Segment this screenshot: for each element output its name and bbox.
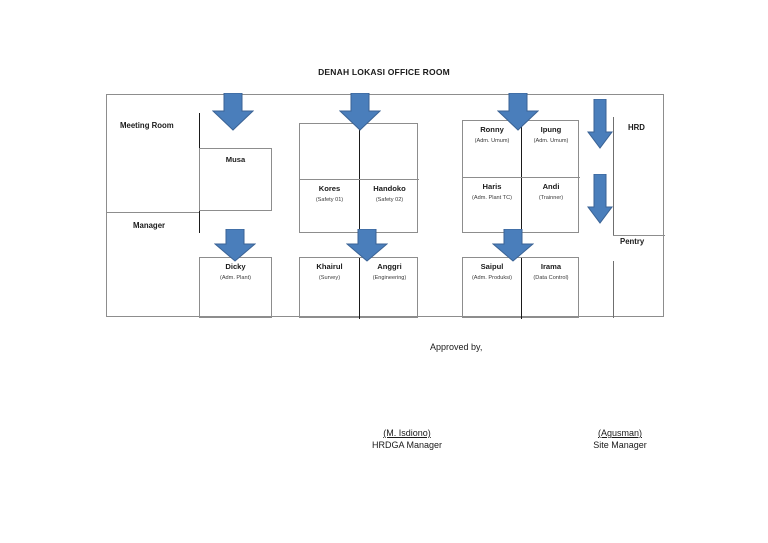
hrd-left-partition bbox=[613, 117, 614, 235]
signature-block-hrdga: (M. Isdiono) HRDGA Manager bbox=[332, 428, 482, 450]
signatory-role-site: Site Manager bbox=[593, 440, 647, 450]
desk-role-handoko: (Safety 02) bbox=[375, 197, 404, 203]
signatory-role-hrdga: HRDGA Manager bbox=[371, 440, 443, 450]
produksi-datacontrol-divider bbox=[521, 258, 522, 319]
safety-block-horizontal-divider bbox=[300, 179, 419, 180]
arrow-anggri-icon bbox=[346, 229, 388, 262]
produksi-datacontrol-block: Saipul (Adm. Produksi) Irama (Data Contr… bbox=[462, 257, 579, 319]
desk-name-irama: Irama bbox=[540, 262, 562, 271]
arrow-corridor-top-icon bbox=[587, 99, 613, 149]
page-title: DENAH LOKASI OFFICE ROOM bbox=[318, 67, 450, 77]
desk-name-saipul: Saipul bbox=[480, 262, 504, 271]
desk-name-ipung: Ipung bbox=[540, 125, 562, 134]
desk-role-kores: (Safety 01) bbox=[315, 197, 344, 203]
approved-by-heading: Approved by, bbox=[430, 342, 483, 352]
meeting-manager-divider bbox=[107, 212, 199, 213]
zone-label-meeting-room: Meeting Room bbox=[120, 121, 174, 130]
arrow-corridor-mid-icon bbox=[587, 174, 613, 224]
desk-box-musa: Musa bbox=[199, 148, 272, 211]
desk-role-khairul: (Survey) bbox=[318, 275, 341, 281]
desk-role-anggri: (Engineering) bbox=[372, 275, 407, 281]
administration-block: Ronny (Adm. Umum) Ipung (Adm. Umum) Hari… bbox=[462, 120, 580, 234]
desk-role-dicky: (Adm. Plant) bbox=[219, 275, 252, 281]
hrd-pentry-divider bbox=[613, 235, 665, 236]
pentry-lower-partition bbox=[613, 261, 614, 318]
desk-role-ronny: (Adm. Umum) bbox=[474, 138, 510, 144]
arrow-meeting-top-icon bbox=[212, 93, 254, 131]
desk-name-musa: Musa bbox=[225, 155, 246, 164]
arrow-dicky-icon bbox=[214, 229, 256, 262]
desk-name-kores: Kores bbox=[318, 184, 341, 193]
desk-name-anggri: Anggri bbox=[377, 262, 402, 271]
desk-name-ronny: Ronny bbox=[480, 125, 504, 134]
desk-role-ipung: (Adm. Umum) bbox=[533, 138, 569, 144]
survey-engineering-block: Khairul (Survey) Anggri (Engineering) bbox=[299, 257, 418, 319]
desk-name-haris: Haris bbox=[482, 182, 502, 191]
zone-label-pentry: Pentry bbox=[620, 237, 645, 246]
desk-name-khairul: Khairul bbox=[316, 262, 343, 271]
survey-engineering-divider bbox=[359, 258, 360, 319]
arrow-safety-top-icon bbox=[339, 93, 381, 131]
desk-role-saipul: (Adm. Produksi) bbox=[471, 275, 513, 281]
signatory-name-site: (Agusman) bbox=[597, 428, 642, 438]
signature-block-site: (Agusman) Site Manager bbox=[545, 428, 695, 450]
desk-name-handoko: Handoko bbox=[373, 184, 406, 193]
desk-box-dicky: Dicky (Adm. Plant) bbox=[199, 257, 272, 318]
arrow-saipul-icon bbox=[492, 229, 534, 262]
zone-label-hrd: HRD bbox=[628, 123, 645, 132]
safety-block: Kores (Safety 01) Handoko (Safety 02) bbox=[299, 123, 419, 234]
zone-label-manager: Manager bbox=[133, 221, 166, 230]
floorplan-diagram: Meeting Room Manager Musa Dicky (Adm. Pl… bbox=[106, 93, 665, 319]
signatory-name-hrdga: (M. Isdiono) bbox=[383, 428, 431, 438]
arrow-adm-top-icon bbox=[497, 93, 539, 131]
desk-role-andi: (Trainner) bbox=[538, 195, 564, 201]
administration-block-horizontal-divider bbox=[463, 177, 580, 178]
desk-name-andi: Andi bbox=[542, 182, 560, 191]
desk-name-dicky: Dicky bbox=[225, 262, 246, 271]
desk-role-irama: (Data Control) bbox=[533, 275, 569, 281]
desk-role-haris: (Adm. Plant TC) bbox=[472, 195, 512, 201]
